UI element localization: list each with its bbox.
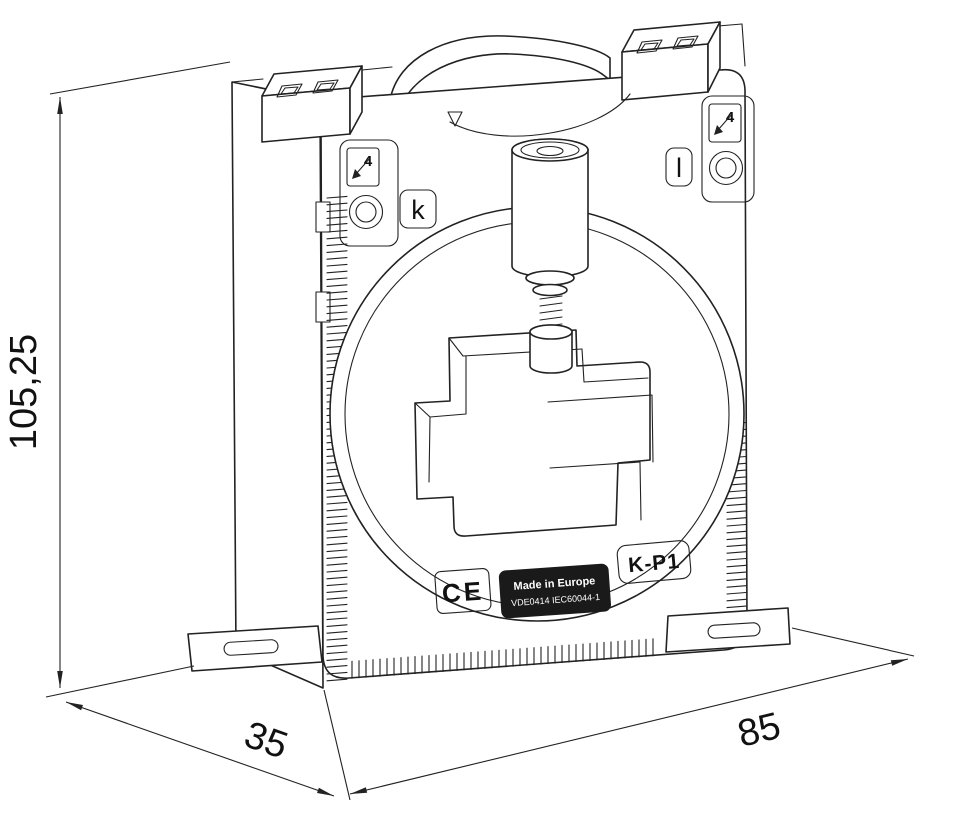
mounting-foot-right — [665, 607, 791, 653]
dimension-height: 105,25 — [3, 61, 231, 698]
terminal-screw-hole — [636, 39, 663, 54]
side-face — [231, 81, 324, 689]
type-label: K-P1 — [627, 550, 681, 577]
rating-badge: Made in Europe VDE0414 IEC60044-1 — [498, 563, 611, 619]
front-recess-edge — [449, 93, 631, 137]
dim-width-label: 85 — [734, 705, 785, 756]
terminal-screw — [708, 150, 744, 186]
dim-height-label: 105,25 — [3, 334, 45, 450]
gauge-right-label: 4 — [726, 109, 735, 126]
wire-entry-arrowhead — [714, 125, 723, 135]
terminal-l-frame — [665, 147, 693, 187]
wire-entry-arrowhead — [352, 169, 361, 179]
dimension-width: 85 — [349, 627, 915, 795]
terminal-screw-hole — [312, 79, 339, 94]
terminal-screw-hole — [672, 35, 699, 50]
dimension-depth: 35 — [65, 689, 351, 801]
wire-entry-arrow — [355, 157, 371, 175]
device-body: 4 k 4 l CE Made in Europe VDE0 — [187, 21, 791, 689]
terminal-k-label: k — [411, 195, 425, 225]
terminal-block-right — [621, 21, 721, 101]
type-badge: K-P1 — [616, 540, 692, 584]
terminal-screw-hole — [276, 83, 303, 98]
terminal-block-left — [261, 65, 363, 143]
wire-entry-arrow — [717, 113, 733, 131]
stepped-aperture — [414, 329, 654, 537]
foot-slot — [707, 622, 761, 639]
clamp-screw — [511, 138, 589, 374]
index-triangle — [447, 111, 463, 127]
terminal-l-label: l — [676, 153, 682, 183]
ce-mark-label: CE — [441, 576, 485, 609]
terminal-k-frame — [399, 189, 437, 229]
top-back-edges — [231, 23, 746, 83]
wire-gauge-box — [346, 147, 380, 187]
mounting-foot-left — [187, 625, 323, 672]
ce-mark: CE — [434, 568, 492, 614]
gauge-left-label: 4 — [364, 153, 373, 170]
wire-gauge-box — [708, 103, 742, 143]
dim-depth-label: 35 — [239, 714, 293, 768]
front-terminal-right: 4 l — [665, 95, 755, 203]
front-terminal-left: 4 k — [339, 139, 437, 247]
foot-slot — [223, 639, 279, 656]
terminal-screw — [348, 194, 384, 230]
origin-label: Made in Europe — [513, 575, 596, 593]
side-clip — [315, 201, 331, 233]
